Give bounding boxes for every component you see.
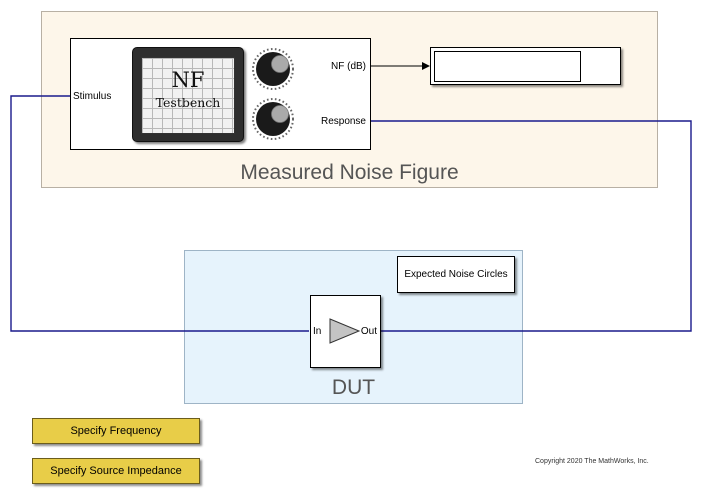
amplifier-block[interactable]: In Out [310,295,381,368]
specify-frequency-button[interactable]: Specify Frequency [32,418,200,444]
copyright-text: Copyright 2020 The MathWorks, Inc. [535,458,649,465]
screen-title-testbench: Testbench [155,95,221,110]
nf-db-port-label: NF (dB) [331,61,366,72]
display-readout [434,51,581,82]
screen-title-nf: NF [171,68,205,92]
knob-icons [252,48,294,140]
nf-display-block[interactable] [430,47,621,85]
dut-area-title: DUT [331,376,376,399]
expected-noise-circles-block[interactable]: Expected Noise Circles [397,256,515,293]
stimulus-line [10,95,309,332]
stimulus-port-label: Stimulus [73,91,112,102]
screen-grid: NF Testbench [141,57,235,134]
measured-area-title: Measured Noise Figure [240,161,459,184]
response-line [371,120,692,332]
amp-in-port-label: In [313,326,322,337]
nf-testbench-block[interactable]: Stimulus NF (dB) Response NF Testbench [70,38,371,150]
amplifier-triangle-icon [329,318,361,344]
knob-top-icon [252,48,294,90]
specify-source-impedance-button[interactable]: Specify Source Impedance [32,458,200,484]
response-port-label: Response [320,116,366,127]
testbench-screen-icon: NF Testbench [132,47,244,142]
knob-bottom-icon [252,98,294,140]
amp-out-port-label: Out [360,326,377,337]
